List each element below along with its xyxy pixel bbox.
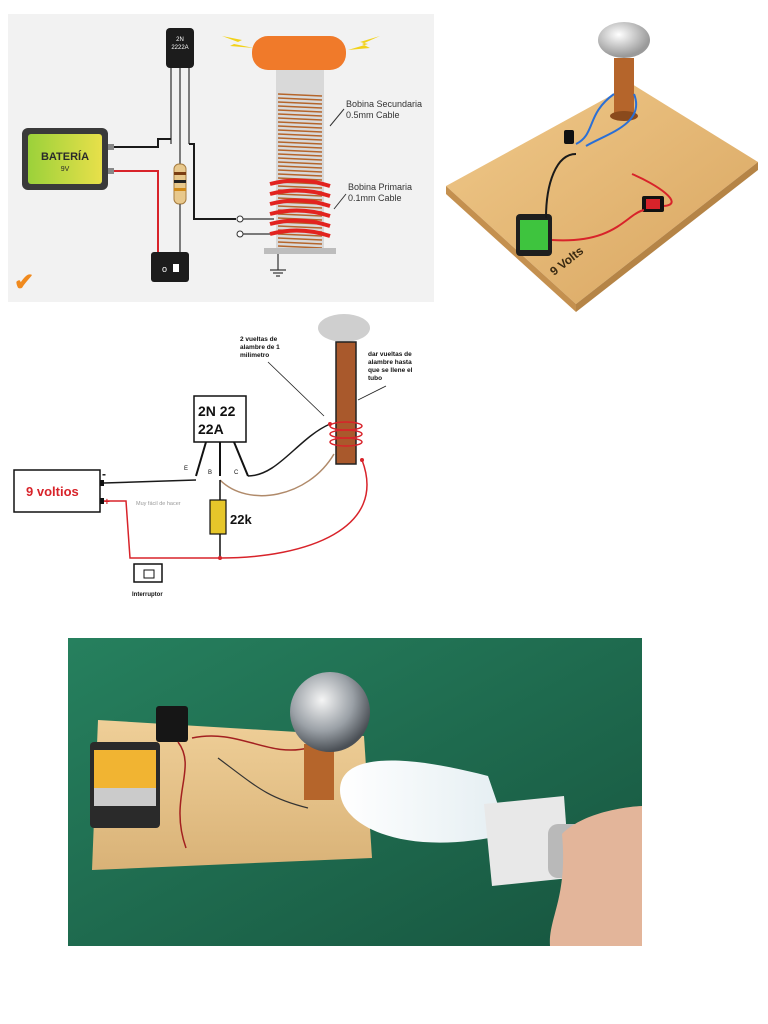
switch-symbol: o bbox=[162, 264, 167, 274]
check-mark-icon: ✔ bbox=[14, 269, 34, 296]
fluorescent-bulb bbox=[340, 760, 508, 843]
resistor-22k bbox=[209, 499, 227, 535]
transistor-body bbox=[166, 28, 194, 68]
transistor-label-line2: 2222A bbox=[171, 45, 188, 51]
top-load bbox=[252, 36, 346, 70]
switch bbox=[151, 252, 189, 282]
primary-winding bbox=[269, 178, 331, 238]
battery-box bbox=[13, 469, 101, 513]
wooden-base bbox=[446, 84, 758, 304]
note-primary-3: milimetro bbox=[240, 352, 269, 359]
spanish-schematic-drawing: 2 vueltas de alambre de 1 milimetro dar … bbox=[13, 314, 413, 598]
coil-3d bbox=[614, 58, 634, 116]
note-primary-2: alambre de 1 bbox=[240, 344, 280, 351]
transistor-line2: 22A bbox=[198, 421, 224, 437]
foil-sphere bbox=[290, 672, 370, 752]
transistor-label-line1: 2N bbox=[176, 37, 184, 43]
coil-photo bbox=[304, 744, 334, 800]
battery-voltage: 9V bbox=[61, 166, 70, 173]
switch-label: Interruptor bbox=[132, 592, 163, 598]
battery-label-area bbox=[28, 134, 102, 184]
wire-black-battery bbox=[114, 138, 171, 148]
3d-render-drawing: 9 Volts bbox=[446, 22, 758, 312]
watermark: Muy fácil de hacer bbox=[136, 501, 181, 507]
wire-red-battery bbox=[114, 170, 168, 255]
minus-sign: - bbox=[102, 467, 106, 481]
note-secondary-2: alambre hasta bbox=[368, 359, 412, 366]
battery-label: BATERÍA bbox=[41, 150, 89, 163]
pin-c: C bbox=[234, 470, 239, 476]
tesla-coil-photo bbox=[68, 638, 642, 946]
hand bbox=[549, 806, 642, 946]
note-primary-1: 2 vueltas de bbox=[240, 336, 278, 343]
pin-b: B bbox=[208, 470, 212, 476]
spark-right-icon bbox=[348, 36, 380, 50]
top-sphere-2 bbox=[318, 314, 370, 342]
plus-sign: + bbox=[104, 497, 110, 508]
switch-photo bbox=[156, 706, 188, 742]
tesla-coil-schematic-drawing: 2N 2222A BATERÍA 9V o bbox=[14, 28, 422, 296]
primary-coil-name: Bobina Primaria bbox=[348, 182, 412, 192]
secondary-coil-spec: 0.5mm Cable bbox=[346, 110, 400, 120]
wooden-plank bbox=[92, 720, 372, 870]
transistor-line1: 2N 22 bbox=[198, 403, 236, 419]
spark-left-icon bbox=[222, 36, 254, 48]
note-secondary-4: tubo bbox=[368, 375, 382, 382]
tesla-coil-schematic: 2N 2222A BATERÍA 9V o bbox=[8, 14, 434, 302]
battery-label-es: 9 voltios bbox=[26, 484, 79, 499]
note-secondary-3: que se llene el bbox=[368, 367, 413, 374]
resistor bbox=[173, 163, 187, 205]
top-sphere bbox=[598, 22, 650, 58]
tesla-coil-3d-render: 9 Volts bbox=[436, 14, 766, 314]
resistor-label: 22k bbox=[230, 512, 252, 527]
pin-e: E bbox=[184, 466, 188, 472]
photo-illustration bbox=[68, 638, 642, 946]
primary-coil-spec: 0.1mm Cable bbox=[348, 193, 402, 203]
secondary-coil-name: Bobina Secundaria bbox=[346, 99, 422, 109]
spanish-schematic: 2 vueltas de alambre de 1 milimetro dar … bbox=[8, 308, 448, 608]
coil-tube bbox=[335, 341, 357, 465]
note-secondary-1: dar vueltas de bbox=[368, 351, 412, 358]
